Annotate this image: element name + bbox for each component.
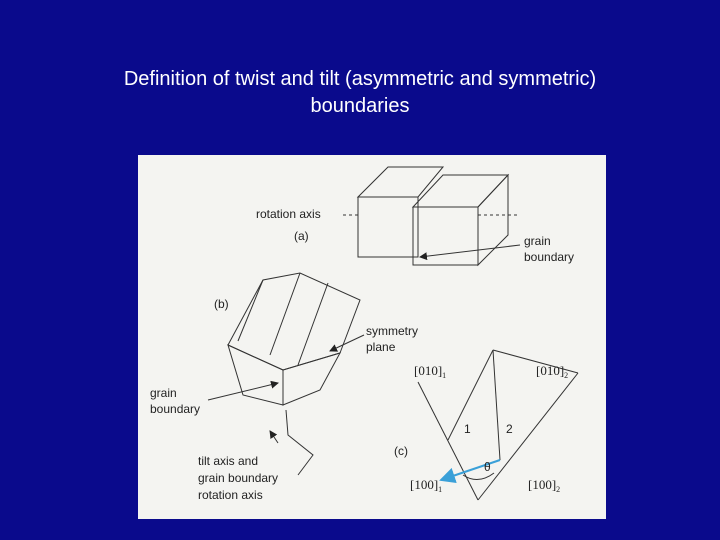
panel-b-grain-boundary-line2: boundary <box>150 402 200 416</box>
panel-a-grain-boundary-line1: grain <box>524 234 551 248</box>
panel-a-rotation-axis-label: rotation axis <box>256 207 321 221</box>
prism-outline-top <box>227 272 361 371</box>
tilt-axis-arrow <box>269 430 279 444</box>
panel-b-tilt-axis-line3: rotation axis <box>198 488 263 502</box>
prism-edge-3 <box>297 282 329 366</box>
symmetry-plane-arrow <box>329 334 365 352</box>
panel-c-dir-100-1: [100]1 <box>410 477 442 494</box>
slide-title: Definition of twist and tilt (asymmetric… <box>40 66 680 120</box>
panel-c-left-edge <box>417 381 479 501</box>
tilt-axis-zigzag <box>285 409 314 476</box>
panel-c-dir-010-2: [010]2 <box>536 363 568 380</box>
prism-edge-1 <box>237 279 264 342</box>
panel-a-grain-boundary-arrow <box>419 244 521 261</box>
panel-b-symmetry-line1: symmetry <box>366 324 418 338</box>
panel-b-grain-boundary-line1: grain <box>150 386 177 400</box>
panel-c-label: (c) <box>394 444 408 458</box>
panel-b-tilt-axis-line1: tilt axis and <box>198 454 258 468</box>
grain-boundary-figure: rotation axis (a) grain boundary (b) sym… <box>138 155 606 519</box>
panel-c-top-left-edge <box>447 349 494 441</box>
panel-a-label: (a) <box>294 229 309 243</box>
slide-title-line2: boundaries <box>310 95 410 117</box>
cube-left-front <box>357 196 419 258</box>
panel-c-grain-2: 2 <box>506 422 513 436</box>
slide-title-line1: Definition of twist and tilt (asymmetric… <box>123 68 597 90</box>
prism-face-left <box>227 344 284 406</box>
cube-right-top <box>411 174 510 208</box>
panel-b-label: (b) <box>214 297 229 311</box>
panel-c-dir-010-1: [010]1 <box>414 363 446 380</box>
panel-c-theta: θ <box>484 460 491 474</box>
panel-c-grain-1: 1 <box>464 422 471 436</box>
panel-c-diagram <box>417 349 579 501</box>
panel-a-grain-boundary-line2: boundary <box>524 250 574 264</box>
panel-c-blue-arrow <box>439 459 501 484</box>
panel-c-right-edge <box>477 372 579 501</box>
panel-b-tilt-axis-line2: grain boundary <box>198 471 278 485</box>
panel-c-top-right-edge <box>492 349 579 374</box>
panel-b-prism <box>227 272 361 406</box>
prism-edge-2 <box>269 272 301 356</box>
panel-c-dir-100-2: [100]2 <box>528 477 560 494</box>
panel-b-grain-boundary-arrow <box>207 380 279 401</box>
panel-c-boundary-line <box>492 349 501 461</box>
cube-right-side <box>477 173 509 267</box>
panel-a-cubes <box>343 166 518 267</box>
prism-face-right <box>282 352 342 406</box>
panel-c-angle-arc <box>462 472 495 480</box>
cube-left-top <box>356 166 445 198</box>
panel-b-symmetry-line2: plane <box>366 340 396 354</box>
figure-drawing: rotation axis (a) grain boundary (b) sym… <box>150 166 579 502</box>
